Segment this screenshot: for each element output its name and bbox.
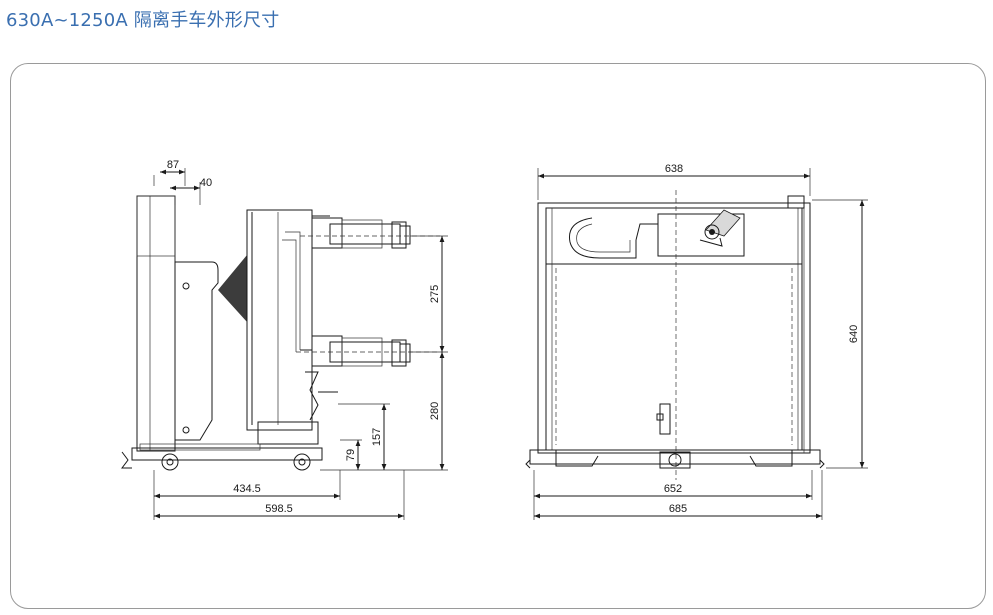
dim-40: 40 (200, 177, 212, 189)
side-front-panel (136, 195, 176, 452)
side-wheel-front (161, 453, 179, 471)
side-main-body (246, 209, 313, 431)
page-title: 630A~1250A 隔离手车外形尺寸 (6, 10, 280, 31)
dim-598-5: 598.5 (265, 503, 293, 515)
front-base (529, 449, 821, 465)
front-mechanism (657, 213, 745, 257)
dim-638: 638 (665, 163, 683, 175)
front-view: 638 640 652 685 (525, 163, 868, 520)
front-outer-frame (537, 202, 811, 454)
dim-434-5: 434.5 (233, 483, 261, 495)
dim-652: 652 (664, 483, 682, 495)
dim-280: 280 (429, 402, 441, 420)
side-wheel-rear (293, 453, 311, 471)
side-base (131, 447, 323, 461)
dim-79: 79 (345, 449, 357, 461)
dim-157: 157 (371, 428, 383, 446)
dim-640: 640 (848, 325, 860, 343)
drawing-frame (10, 63, 986, 609)
dim-685: 685 (669, 503, 687, 515)
dim-87: 87 (167, 159, 179, 171)
dim-275: 275 (429, 285, 441, 303)
side-view: 87 40 275 280 157 79 434.5 598.5 (121, 159, 448, 520)
